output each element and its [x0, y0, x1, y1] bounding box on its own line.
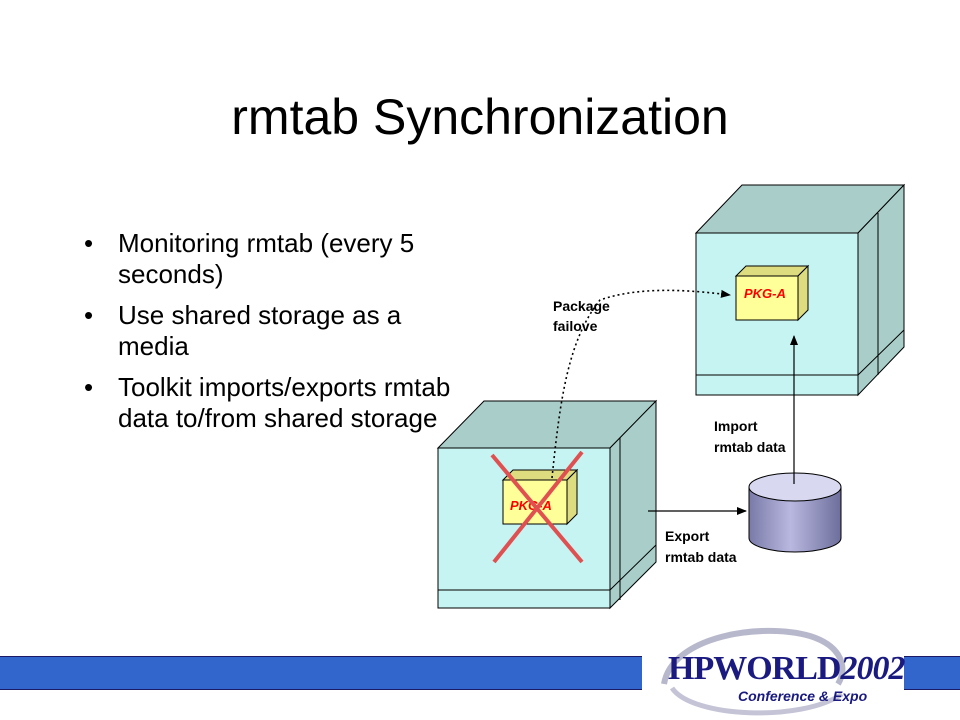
- logo-year: 2002: [840, 650, 905, 687]
- failover-label-line2: failove: [553, 318, 598, 334]
- logo-wordmark: HPWORLD2002: [668, 650, 905, 688]
- import-label-line1: Import: [714, 418, 758, 434]
- import-label-line2: rmtab data: [714, 439, 786, 455]
- logo-swoosh-icon: [642, 622, 904, 720]
- export-label-line2: rmtab data: [665, 549, 737, 565]
- logo-subtitle: Conference & Expo: [738, 688, 868, 704]
- slide-title: rmtab Synchronization: [231, 89, 729, 145]
- bullet-item: Monitoring rmtab (every 5 seconds): [80, 228, 460, 290]
- failover-arrow: [551, 289, 731, 479]
- failed-cross-mark: [490, 450, 584, 564]
- failover-label-line1: Package: [553, 298, 610, 314]
- package-box-bottom: PKG-A: [501, 468, 579, 526]
- export-label-line1: Export: [665, 528, 710, 544]
- package-box-top: PKG-A: [734, 264, 810, 322]
- bullet-list: Monitoring rmtab (every 5 seconds) Use s…: [80, 228, 460, 444]
- bullet-item: Toolkit imports/exports rmtab data to/fr…: [80, 372, 460, 434]
- hp-world-logo: HPWORLD2002 Conference & Expo: [642, 622, 905, 720]
- shared-storage-cylinder: [748, 472, 842, 553]
- logo-hp: HP: [668, 650, 714, 687]
- package-label-top: PKG-A: [744, 286, 786, 301]
- logo-world: WORLD: [713, 650, 841, 687]
- bullet-item: Use shared storage as a media: [80, 300, 460, 362]
